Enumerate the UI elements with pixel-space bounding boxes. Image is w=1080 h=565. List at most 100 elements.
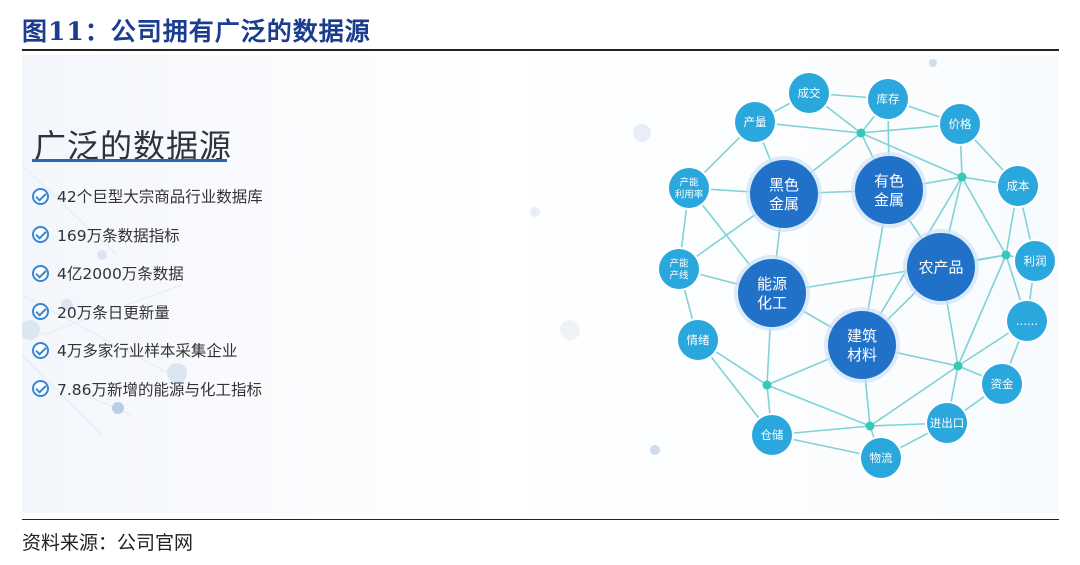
node-circle [927,403,967,443]
junction-dot [762,380,772,390]
node-circle [982,364,1022,404]
check-circle-icon [32,264,49,282]
node-label: 利用率 [675,188,704,200]
node-circle [1007,301,1047,341]
list-item-text: 20万条日更新量 [57,303,170,322]
node-label: 产能 [679,176,699,188]
junction-dot [957,172,967,182]
junction-dot [1001,250,1011,260]
node-label: 价格 [949,117,972,131]
node-label: 金属 [874,191,904,209]
list-item: 20万条日更新量 [32,293,263,332]
data-node-fund: 资金 [980,362,1024,406]
data-node-stock: 库存 [866,77,910,121]
node-label: 资金 [991,377,1014,391]
node-circle [752,415,792,455]
list-item-text: 7.86万新增的能源与化工指标 [57,380,263,399]
data-node-price: 价格 [938,102,982,146]
heading-underline [32,159,227,162]
network-edge [961,176,1007,256]
list-item: 169万条数据指标 [32,216,263,255]
node-label: 黑色 [769,176,799,194]
node-label: 利润 [1024,254,1047,268]
node-label: 有色 [874,172,904,190]
top-rule [22,49,1059,51]
data-node-more: ...... [1005,299,1049,343]
node-circle [940,104,980,144]
node-circle [678,320,718,360]
data-node-deal: 成交 [787,71,831,115]
node-label: 产线 [669,269,689,281]
data-node-output: 产量 [733,100,777,144]
network-edge [957,254,1007,367]
junction-dot [953,361,963,371]
junction-dot [856,128,866,138]
data-network-diagram: 成交库存产量价格成本产能利用率产能产线利润......情绪资金进出口仓储物流黑色… [657,71,1057,480]
node-label: 情绪 [687,333,710,347]
node-label: 库存 [877,92,900,106]
list-item: 4亿2000万条数据 [32,254,263,293]
check-circle-icon [32,341,49,359]
check-circle-icon [32,187,49,205]
node-circle [750,160,818,228]
check-circle-icon [32,226,49,244]
network-edge [766,384,871,427]
list-item: 42个巨型大宗商品行业数据库 [32,177,263,216]
node-label: 产能 [669,257,689,269]
hub-node-agri: 农产品 [903,229,979,305]
figure-title: 图11：公司拥有广泛的数据源 [22,17,371,46]
bottom-rule [22,519,1059,520]
node-label: 建筑 [847,327,877,345]
data-node-cost: 成本 [996,164,1040,208]
node-label: 金属 [769,195,799,213]
node-circle [738,259,806,327]
panel-heading: 广泛的数据源 [34,127,233,165]
node-label: ...... [1016,314,1038,328]
node-label: 能源 [757,275,787,293]
check-circle-icon [32,303,49,321]
list-item-text: 169万条数据指标 [57,226,180,245]
node-label: 成本 [1007,179,1030,193]
node-label: 化工 [757,294,787,312]
list-item-text: 4万多家行业样本采集企业 [57,342,238,361]
data-node-trade: 进出口 [925,401,969,445]
network-edge [869,365,959,427]
node-circle [868,79,908,119]
node-circle [735,102,775,142]
check-circle-icon [32,380,49,398]
node-label: 农产品 [918,258,963,276]
node-label: 成交 [798,86,821,100]
network-edge [860,132,963,178]
node-label: 仓储 [761,428,784,442]
node-circle [659,249,699,289]
data-node-mood: 情绪 [676,318,720,362]
node-label: 进出口 [930,416,965,430]
feature-list: 42个巨型大宗商品行业数据库 169万条数据指标 4亿2000万条数据 20万条… [32,177,263,408]
node-circle [998,166,1038,206]
data-node-profit: 利润 [1013,239,1057,283]
node-circle [789,73,829,113]
list-item-text: 42个巨型大宗商品行业数据库 [57,188,263,207]
node-circle [861,438,901,478]
list-item: 7.86万新增的能源与化工指标 [32,370,263,409]
data-node-storage: 仓储 [750,413,794,457]
node-label: 物流 [870,451,893,465]
data-node-logistics: 物流 [859,436,903,480]
list-item-text: 4亿2000万条数据 [57,265,184,284]
source-note: 资料来源：公司官网 [22,532,194,554]
node-circle [828,311,896,379]
diagram-panel: 广泛的数据源 42个巨型大宗商品行业数据库 169万条数据指标 4亿2000万条… [22,55,1059,513]
node-circle [1015,241,1055,281]
junction-dot [865,421,875,431]
node-circle [669,168,709,208]
node-label: 材料 [847,346,877,364]
decorative-background [22,59,937,455]
network-edges [678,92,1036,459]
node-label: 产量 [744,115,767,129]
